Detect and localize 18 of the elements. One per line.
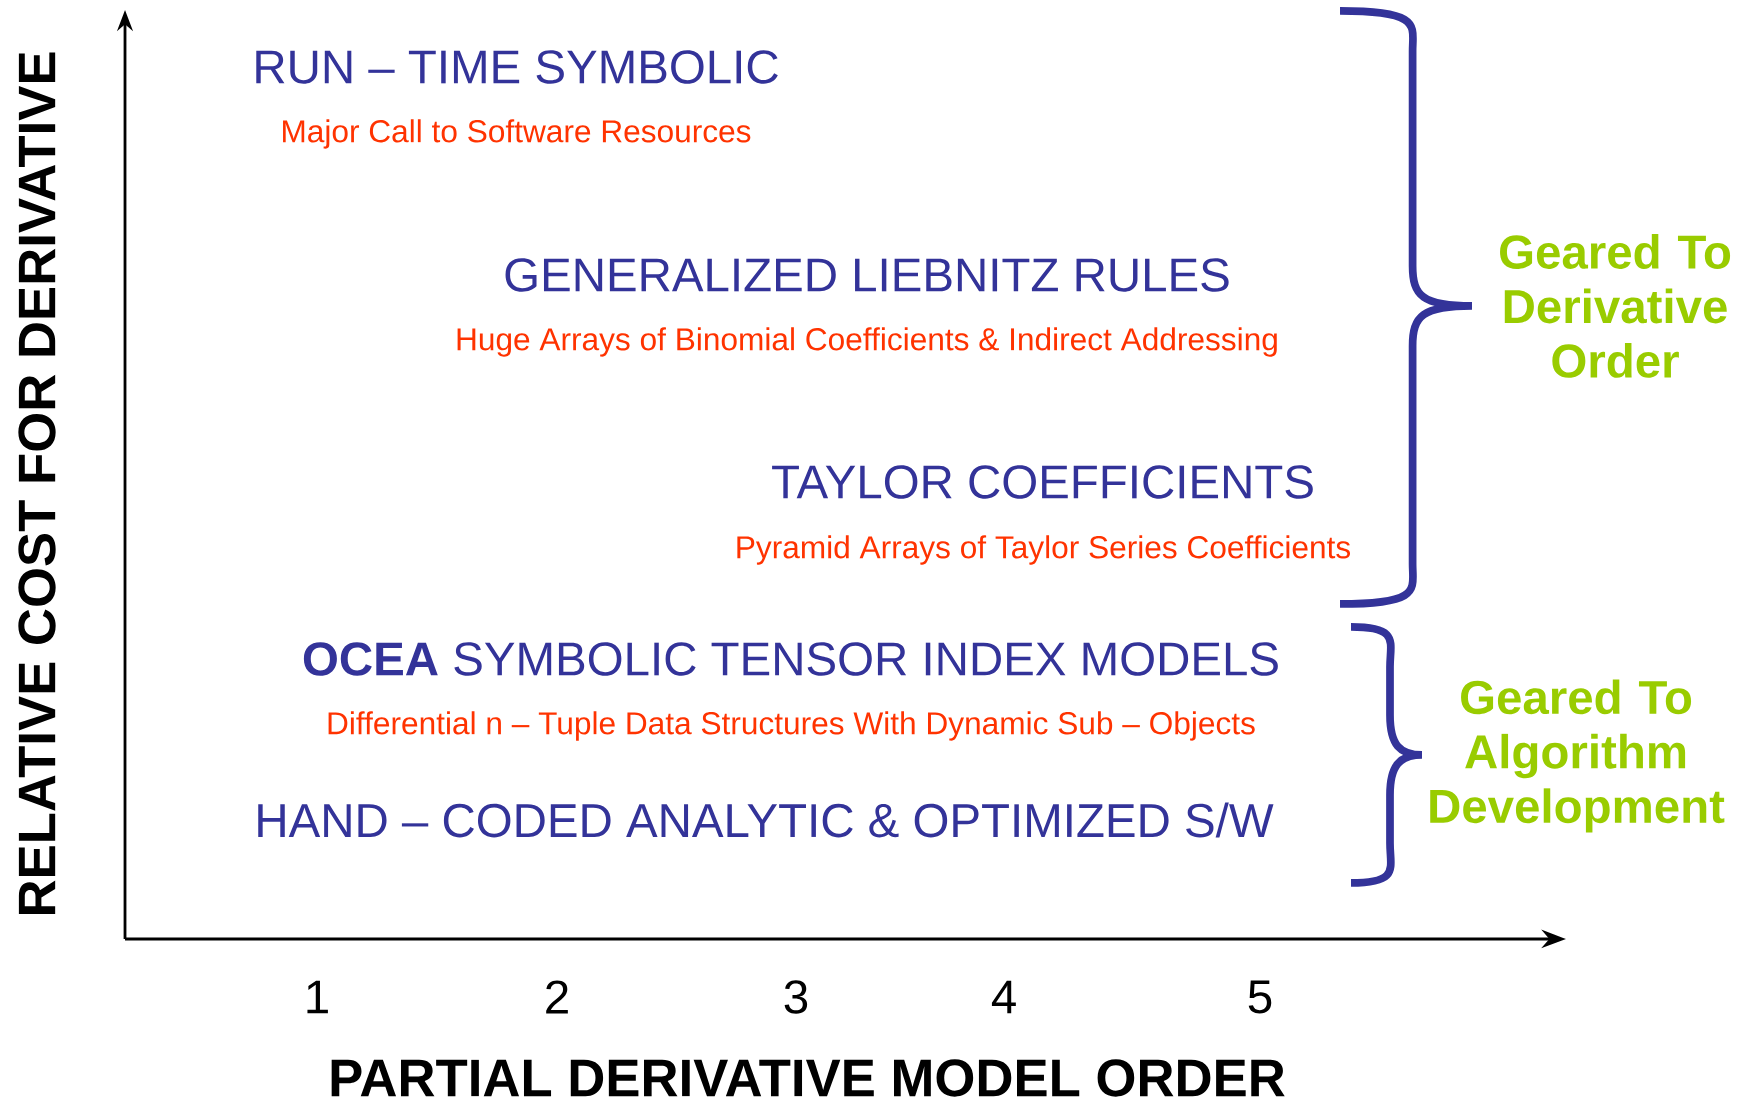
heading: HAND – CODED ANALYTIC & OPTIMIZED S/W xyxy=(258,802,1274,838)
heading: TAYLOR COEFFICIENTS xyxy=(772,465,1313,499)
axis-title: RELATIVE COST FOR DERIVATIVE xyxy=(18,52,56,914)
heading: OCEA SYMBOLIC TENSOR INDEX MODELS xyxy=(303,642,1278,676)
brace-label: Geared To Derivative Order xyxy=(1500,234,1731,378)
tick-label: 1 xyxy=(307,980,328,1014)
tick-label: 3 xyxy=(784,980,808,1014)
heading: GENERALIZED LIEBNITZ RULES xyxy=(505,258,1229,292)
brace-label: Geared To Algorithm Development xyxy=(1430,679,1725,833)
note: Differential n – Tuple Data Structures With Dynamic Sub – Objects xyxy=(328,711,1255,741)
axis-title: PARTIAL DERIVATIVE MODEL ORDER xyxy=(331,1059,1285,1097)
note: Huge Arrays of Binomial Coefficients & Indirect Addressing xyxy=(457,327,1277,357)
tick-label: 4 xyxy=(991,980,1016,1014)
heading: RUN – TIME SYMBOLIC xyxy=(256,50,778,84)
note: Major Call to Software Resources xyxy=(283,119,751,149)
tick-label: 2 xyxy=(546,980,568,1014)
note: Pyramid Arrays of Taylor Series Coefficients xyxy=(737,535,1351,565)
tick-label: 5 xyxy=(1248,980,1272,1014)
